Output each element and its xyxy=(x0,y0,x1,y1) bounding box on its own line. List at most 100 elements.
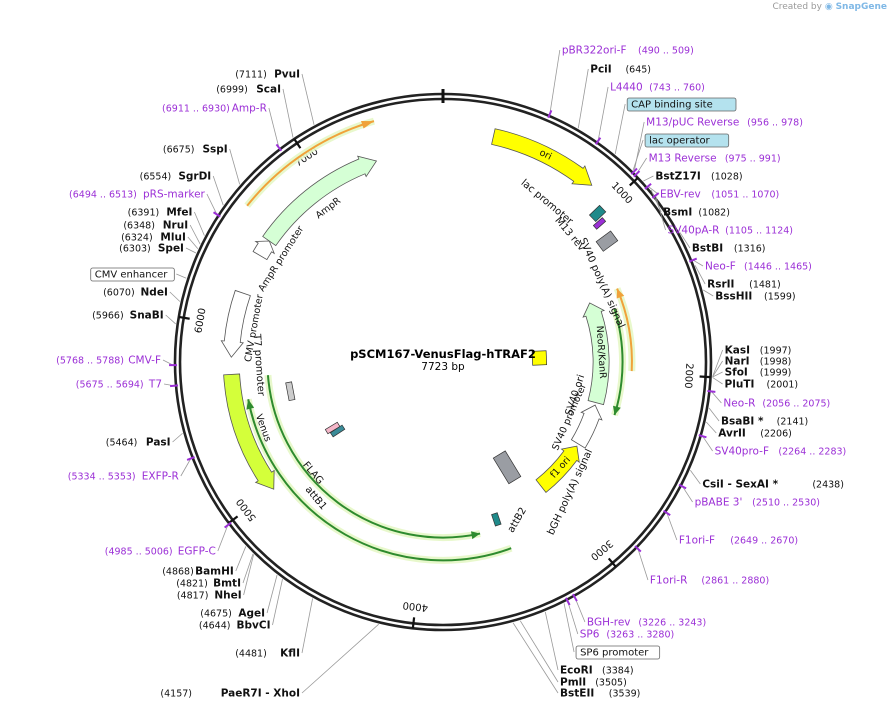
map-label-egfp-c[interactable]: EGFP-C(4985 .. 5006) xyxy=(105,546,216,558)
label-position: (1051 .. 1070) xyxy=(711,190,779,201)
credit-brand: SnapGene xyxy=(835,2,887,12)
map-label-ndei[interactable]: NdeI(6070) xyxy=(103,287,168,299)
attb2-box xyxy=(491,512,502,527)
map-label-bsmi[interactable]: BsmI(1082) xyxy=(663,207,730,219)
map-label-lac-operator[interactable]: lac operator xyxy=(644,133,730,148)
leader-line xyxy=(229,148,241,185)
map-label-sspi[interactable]: SspI(6675) xyxy=(163,144,228,156)
leader-line xyxy=(682,486,693,503)
label-name: BsaBI * xyxy=(721,416,764,428)
leader-line xyxy=(301,598,313,654)
map-label-neo-f[interactable]: Neo-F(1446 .. 1465) xyxy=(705,261,812,273)
leader-line xyxy=(272,579,283,626)
label-name: T7 xyxy=(148,379,162,391)
map-label-paer7i-xhoi[interactable]: PaeR7I - XhoI(4157) xyxy=(160,688,300,700)
leader-line xyxy=(512,622,559,694)
label-name: M13/pUC Reverse xyxy=(646,117,739,129)
map-label-kasi[interactable]: KasI(1997) xyxy=(725,345,792,357)
label-name: SfoI xyxy=(725,367,748,379)
map-label-cap-binding-site[interactable]: CAP binding site xyxy=(626,97,737,112)
map-label-ebv-rev[interactable]: EBV-rev(1051 .. 1070) xyxy=(660,189,779,201)
map-label-bstbi[interactable]: BstBI(1316) xyxy=(692,243,766,255)
map-label-m13-puc-reverse[interactable]: M13/pUC Reverse (956 .. 978) xyxy=(646,117,803,129)
feature-label: NeoR/KanR xyxy=(594,325,608,379)
map-label-t7[interactable]: T7(5675 .. 5694) xyxy=(76,379,162,391)
map-label-sp6-promoter[interactable]: SP6 promoter xyxy=(575,645,661,660)
map-label-pcii[interactable]: PciI(645) xyxy=(590,64,651,76)
label-name: M13 Reverse xyxy=(649,153,717,165)
map-label-cmv-enhancer[interactable]: CMV enhancer xyxy=(90,267,175,282)
m13-rev-box xyxy=(592,217,607,230)
map-label-prs-marker[interactable]: pRS-marker(6494 .. 6513) xyxy=(69,189,206,201)
map-label-csii-sexai[interactable]: CsiI - SexAI *(2438) xyxy=(702,479,844,491)
map-label-sv40pro-f[interactable]: SV40pro-F(2264 .. 2283) xyxy=(715,446,847,458)
map-label-m13-reverse[interactable]: M13 Reverse(975 .. 991) xyxy=(649,153,781,165)
leader-line-group xyxy=(162,49,723,694)
leader-line xyxy=(217,524,229,552)
map-label-scai[interactable]: ScaI(6999) xyxy=(216,84,281,96)
label-position: (6911 .. 6930) xyxy=(162,104,230,115)
label-name: AvrII xyxy=(718,428,746,440)
map-label-avrii[interactable]: AvrII(2206) xyxy=(718,428,792,440)
map-label-ecori[interactable]: EcoRI(3384) xyxy=(560,665,634,677)
leader-line xyxy=(189,224,201,245)
leader-line xyxy=(692,259,704,267)
leader-line xyxy=(176,273,187,279)
map-label-amp-r[interactable]: Amp-R(6911 .. 6930) xyxy=(162,103,267,115)
label-position: (4644) xyxy=(199,621,231,632)
map-label-bsabi[interactable]: BsaBI *(2141) xyxy=(721,416,808,428)
leader-line xyxy=(206,193,218,215)
map-label-bgh-rev[interactable]: BGH-rev(3226 .. 3243) xyxy=(587,617,706,629)
map-label-bsshii[interactable]: BssHII(1599) xyxy=(715,291,795,303)
map-label-sgrdi[interactable]: SgrDI(6554) xyxy=(140,171,212,183)
leader-line xyxy=(679,232,691,249)
map-label-f1ori-r[interactable]: F1ori-R(2861 .. 2880) xyxy=(650,575,769,587)
map-label-sv40pa-r[interactable]: SV40pA-R(1105 .. 1124) xyxy=(668,225,793,237)
map-label-nrui[interactable]: NruI(6348) xyxy=(123,220,188,232)
map-label-pbabe-3[interactable]: pBABE 3'(2510 .. 2530) xyxy=(695,497,820,509)
map-label-bstz17i[interactable]: BstZ17I(1028) xyxy=(655,171,742,183)
map-label-nhei[interactable]: NheI(4817) xyxy=(177,590,242,602)
map-label-kfli[interactable]: KflI(4481) xyxy=(235,648,300,660)
map-label-exfp-r[interactable]: EXFP-R(5334 .. 5353) xyxy=(68,471,179,483)
map-label-pmli[interactable]: PmlI(3505) xyxy=(560,677,627,689)
label-name: EXFP-R xyxy=(142,471,179,483)
label-name: Neo-F xyxy=(705,261,736,273)
map-label-sfoi[interactable]: SfoI(1999) xyxy=(725,367,792,379)
map-label-cmv-f[interactable]: CMV-F(5768 .. 5788) xyxy=(56,355,161,367)
map-label-agei[interactable]: AgeI(4675) xyxy=(200,608,265,620)
map-label-bsteii[interactable]: BstEII(3539) xyxy=(560,688,640,700)
map-label-nari[interactable]: NarI(1998) xyxy=(725,356,792,368)
map-label-neo-r[interactable]: Neo-R(2056 .. 2075) xyxy=(723,398,830,410)
map-label-bamhi[interactable]: BamHI(4868) xyxy=(162,566,234,578)
primer-marker xyxy=(212,211,221,218)
map-label-pbr322ori-f[interactable]: pBR322ori-F(490 .. 509) xyxy=(562,45,694,57)
map-label-pluti[interactable]: PluTI(2001) xyxy=(725,379,799,391)
map-label-snabi[interactable]: SnaBI(5966) xyxy=(92,310,164,322)
bgh-polya-box xyxy=(492,450,522,485)
map-label-bbvci[interactable]: BbvCI(4644) xyxy=(199,620,271,632)
map-label-mlui[interactable]: MluI(6324) xyxy=(121,232,186,244)
label-position: (1599) xyxy=(764,292,796,303)
label-position: (3539) xyxy=(609,689,641,700)
label-name: BamHI xyxy=(195,566,234,578)
map-label-spei[interactable]: SpeI(6303) xyxy=(119,243,184,255)
label-position: (6494 .. 6513) xyxy=(69,190,137,201)
map-label-l4440[interactable]: L4440(743 .. 760) xyxy=(610,82,705,94)
map-label-pvui[interactable]: PvuI(7111) xyxy=(235,69,300,81)
primer-marker xyxy=(651,192,660,199)
map-label-mfei[interactable]: MfeI(6391) xyxy=(128,207,193,219)
label-position: (956 .. 978) xyxy=(747,118,803,129)
label-name: BsmI xyxy=(663,207,692,219)
label-position: (4985 .. 5006) xyxy=(105,547,173,558)
primer-marker xyxy=(633,170,641,178)
map-label-pasi[interactable]: PasI(5464) xyxy=(106,437,171,449)
map-label-f1ori-f[interactable]: F1ori-F(2649 .. 2670) xyxy=(679,535,798,547)
map-label-bmti[interactable]: BmtI(4821) xyxy=(176,578,241,590)
sv40-ori-box xyxy=(531,350,548,366)
label-name: MfeI xyxy=(166,207,192,219)
label-name: SpeI xyxy=(158,243,184,255)
map-label-rsrii[interactable]: RsrII(1481) xyxy=(707,279,781,291)
map-label-sp6[interactable]: SP6(3263 .. 3280) xyxy=(580,629,674,641)
